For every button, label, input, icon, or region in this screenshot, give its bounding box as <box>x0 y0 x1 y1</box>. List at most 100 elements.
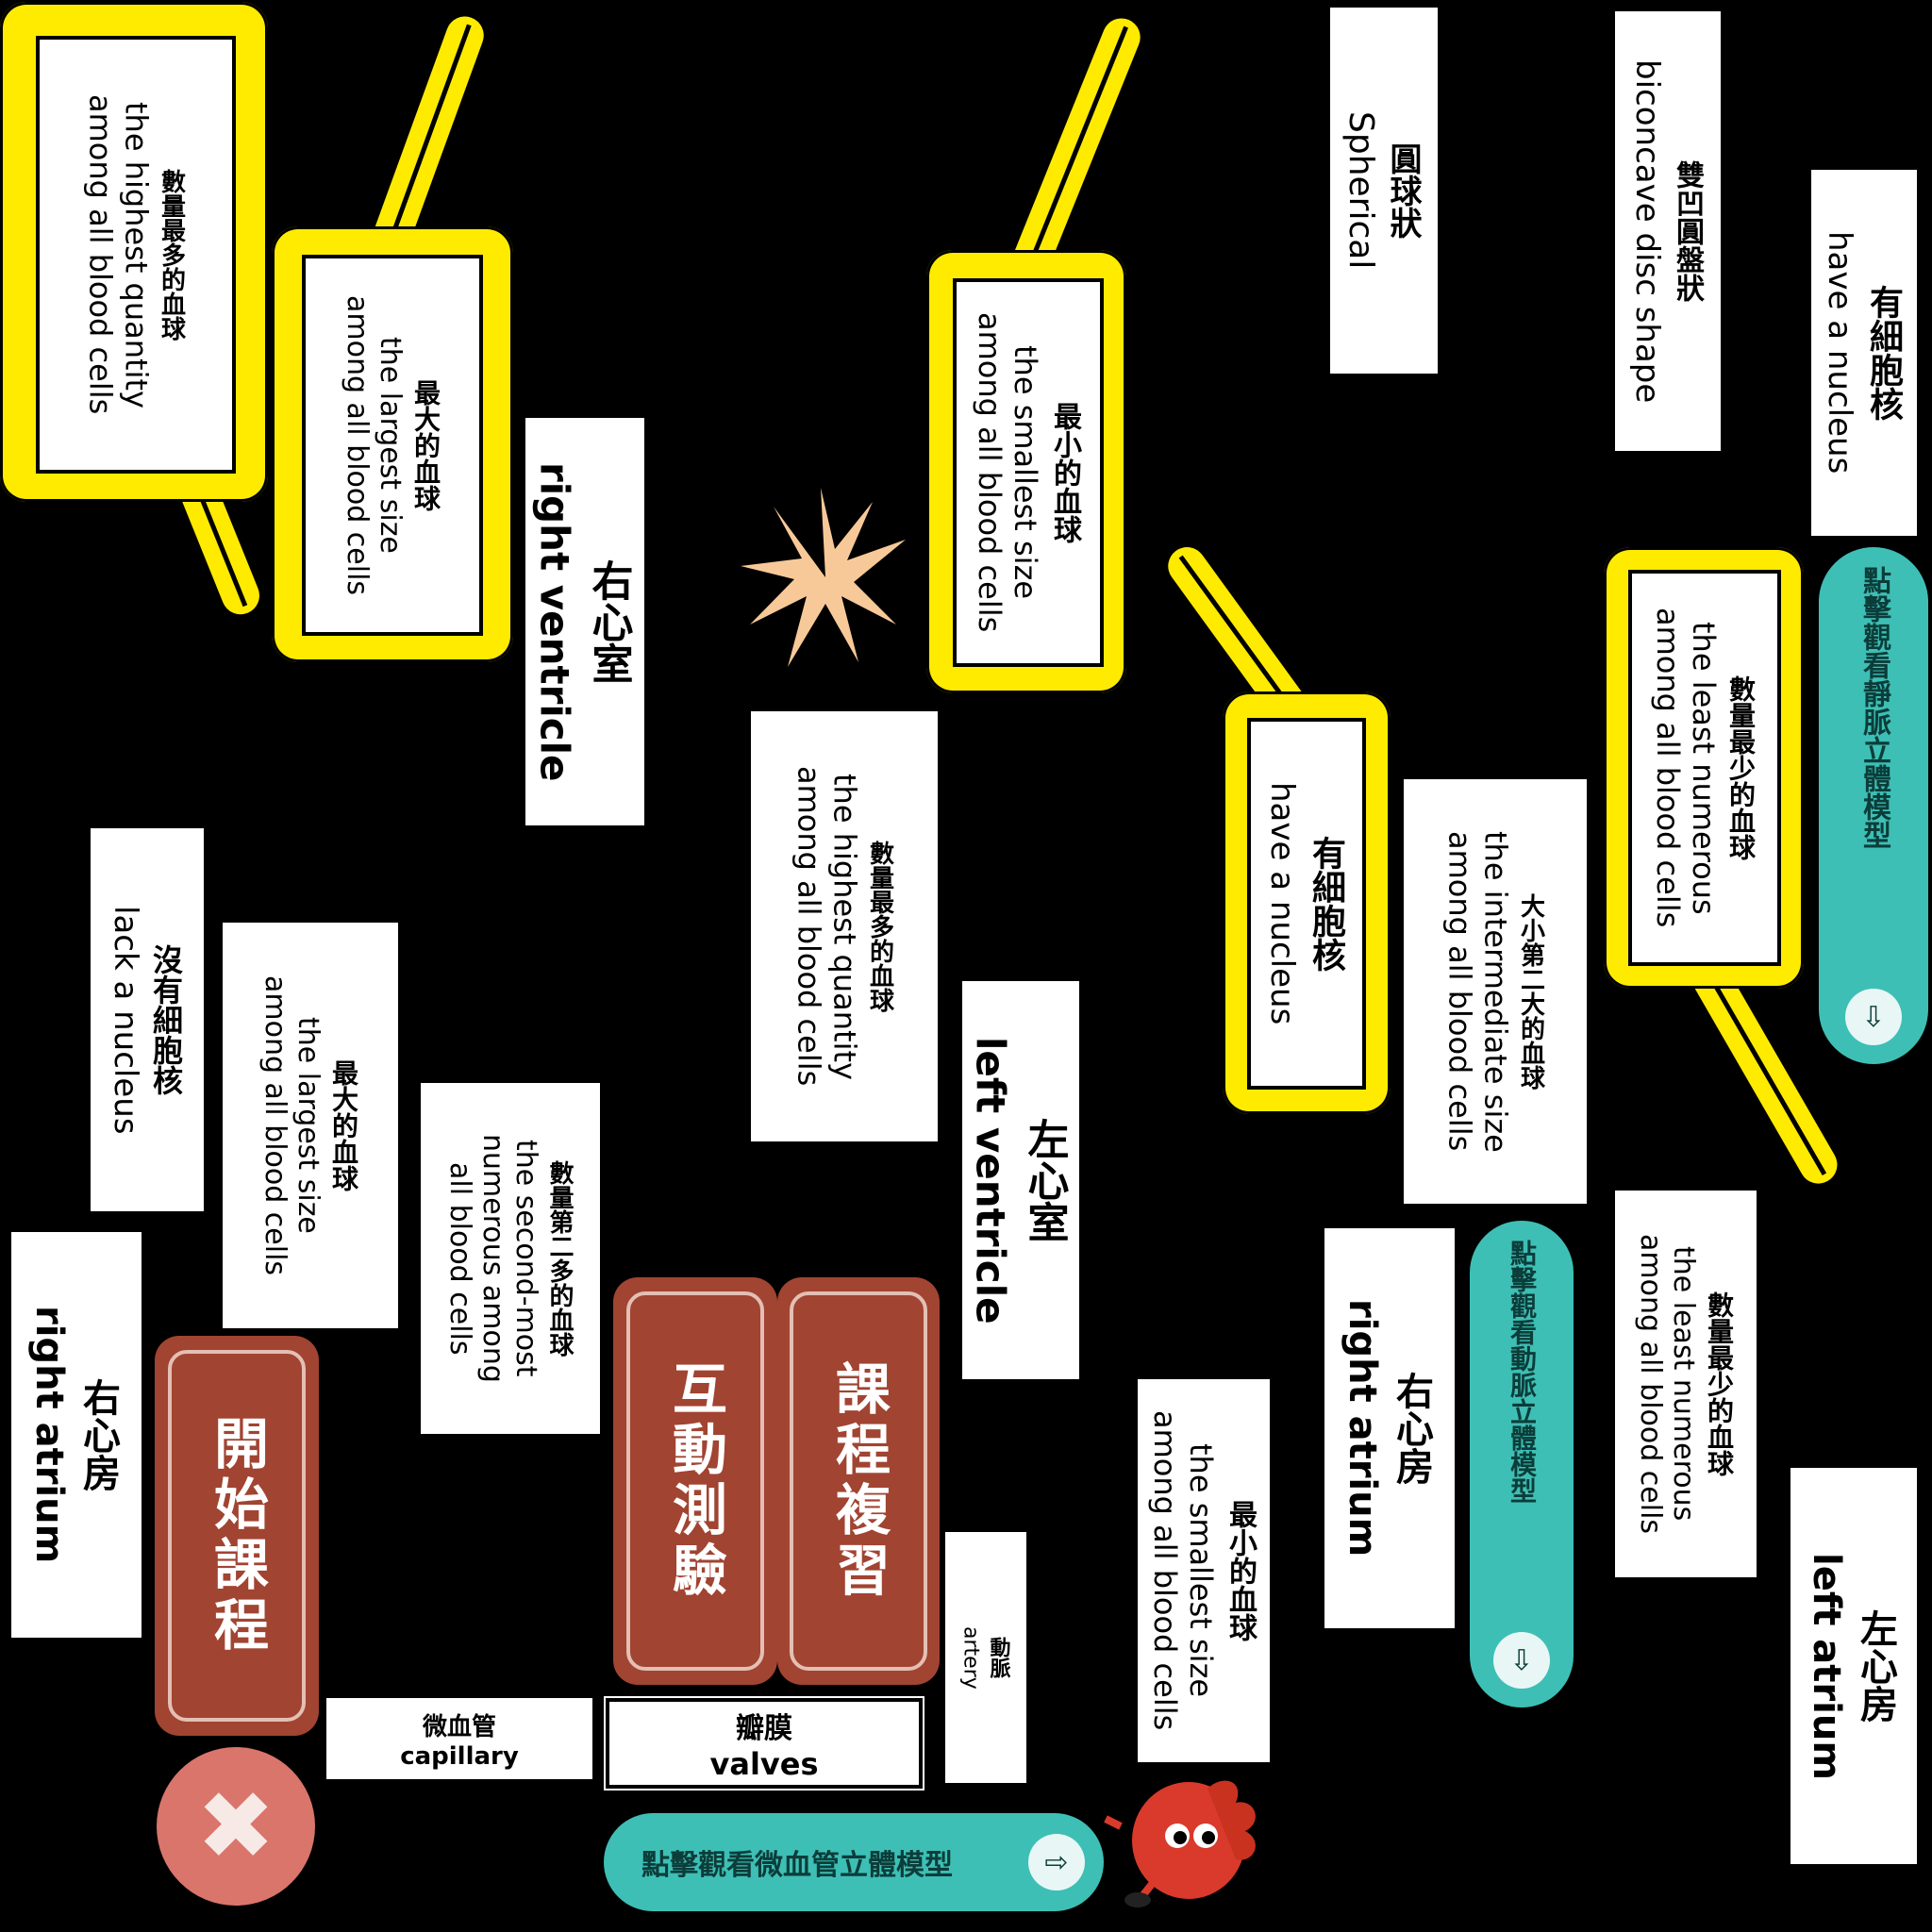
card-text: the intermediate size <box>1477 830 1514 1153</box>
highlight-card-largest[interactable]: 最大的血球 the largest size among all blood c… <box>272 226 513 662</box>
card-spherical[interactable]: 圓球狀 Spherical <box>1330 8 1438 374</box>
card-text: all blood cells <box>443 1161 476 1356</box>
start-course-button[interactable]: 開始課程 <box>155 1336 319 1736</box>
card-text: valves <box>709 1746 819 1782</box>
card-title: 最大的血球 <box>328 1059 359 1191</box>
card-text: among all blood cells <box>341 294 374 596</box>
highlight-card-nucleus[interactable]: 有細胞核 have a nucleus <box>1223 691 1391 1114</box>
card-text: among all blood cells <box>1650 608 1686 928</box>
card-text: the largest size <box>374 337 407 554</box>
card-title: 左心室 <box>1020 1118 1069 1242</box>
capillary-model-button[interactable]: 點擊觀看微血管立體模型 ⇨ <box>604 1813 1104 1911</box>
card-text: left ventricle <box>967 1036 1014 1324</box>
vein-model-button[interactable]: 點擊觀看靜脈立體模型 ⇩ <box>1819 547 1928 1064</box>
card-text: among all blood cells <box>972 312 1008 633</box>
card-title: 數量最多的血球 <box>157 168 186 341</box>
card-text: among all blood cells <box>791 766 827 1087</box>
card-text: among all blood cells <box>1147 1410 1183 1731</box>
card-title: 數量最少的血球 <box>1725 675 1757 860</box>
card-title: 最小的血球 <box>1048 401 1081 543</box>
card-biconcave[interactable]: 雙凹圓盤狀 biconcave disc shape <box>1615 11 1721 451</box>
card-text: lack a nucleus <box>107 905 144 1135</box>
card-title: 雙凹圓盤狀 <box>1671 160 1704 302</box>
pointer-stick <box>1005 12 1146 290</box>
arrow-down-icon: ⇩ <box>1845 989 1902 1045</box>
card-text: numerous among <box>476 1134 509 1383</box>
card-text: the smallest size <box>1183 1443 1219 1698</box>
card-text: the largest size <box>291 1017 325 1234</box>
card-left-ventricle[interactable]: 左心室 left ventricle <box>962 981 1079 1379</box>
card-text: have a nucleus <box>1821 231 1858 475</box>
card-title: 數量最少的血球 <box>1704 1291 1735 1476</box>
card-text: the highest quantity <box>826 773 863 1080</box>
card-left-atrium[interactable]: 左心房 left atrium <box>1790 1468 1917 1864</box>
arrow-right-icon: ⇨ <box>1028 1834 1085 1890</box>
card-text: biconcave disc shape <box>1628 58 1666 404</box>
card-least-numerous[interactable]: 數量最少的血球 the least numerous among all blo… <box>1615 1191 1757 1577</box>
card-text: the least numerous <box>1686 621 1722 915</box>
close-icon: ✖ <box>196 1771 275 1881</box>
arrow-down-icon: ⇩ <box>1493 1632 1550 1689</box>
card-title: 大小第二大的血球 <box>1516 893 1545 1090</box>
card-most-numerous[interactable]: 數量最多的血球 the highest quantity among all b… <box>751 711 938 1141</box>
card-title: 左心房 <box>1854 1609 1897 1723</box>
card-capillary[interactable]: 微血管 capillary <box>326 1698 592 1779</box>
button-label: 點擊觀看動脈立體模型 <box>1507 1240 1538 1504</box>
card-title: 右心房 <box>76 1378 120 1491</box>
highlight-card-smallest[interactable]: 最小的血球 the smallest size among all blood … <box>926 250 1126 693</box>
card-title: 有細胞核 <box>1307 835 1345 972</box>
highlight-card-least[interactable]: 數量最少的血球 the least numerous among all blo… <box>1604 547 1804 989</box>
close-button[interactable]: ✖ <box>157 1747 315 1906</box>
button-label: 互動測驗 <box>663 1360 727 1602</box>
button-label: 點擊觀看微血管立體模型 <box>641 1849 953 1882</box>
card-right-ventricle[interactable]: 右心室 right ventricle <box>525 418 644 825</box>
highlight-card-most-numerous[interactable]: 數量最多的血球 the highest quantity among all b… <box>0 2 268 502</box>
card-second-most[interactable]: 數量第二多的血球 the second-most numerous among … <box>421 1083 600 1434</box>
card-valves[interactable]: 瓣膜 valves <box>604 1696 924 1790</box>
card-text: right ventricle <box>531 461 578 782</box>
card-text: among all blood cells <box>258 974 291 1276</box>
card-text: artery <box>958 1625 983 1690</box>
card-title: 瓣膜 <box>736 1712 792 1745</box>
card-title: 有細胞核 <box>1864 285 1903 421</box>
card-title: 動脈 <box>986 1637 1010 1678</box>
card-title: 數量最多的血球 <box>865 841 894 1012</box>
card-text: the second-most <box>509 1140 542 1377</box>
button-label: 點擊觀看靜脈立體模型 <box>1857 566 1890 849</box>
card-text: Spherical <box>1341 111 1380 270</box>
course-review-button[interactable]: 課程複習 <box>777 1277 940 1685</box>
card-smallest[interactable]: 最小的血球 the smallest size among all blood … <box>1138 1379 1270 1762</box>
card-text: left atrium <box>1805 1552 1848 1780</box>
card-title: 微血管 <box>422 1712 496 1741</box>
card-text: the least numerous <box>1667 1246 1700 1522</box>
card-text: right atrium <box>1341 1299 1384 1557</box>
card-right-atrium[interactable]: 右心房 right atrium <box>11 1232 142 1638</box>
card-title: 圓球狀 <box>1384 142 1422 239</box>
card-text: capillary <box>400 1741 519 1771</box>
interactive-quiz-button[interactable]: 互動測驗 <box>613 1277 777 1685</box>
artery-model-button[interactable]: 點擊觀看動脈立體模型 ⇩ <box>1470 1221 1574 1707</box>
card-intermediate-size[interactable]: 大小第二大的血球 the intermediate size among all… <box>1404 779 1587 1204</box>
heart-mascot-icon <box>1104 1780 1256 1907</box>
card-title: 右心室 <box>584 559 633 684</box>
card-title: 數量第二多的血球 <box>545 1160 574 1357</box>
card-text: right atrium <box>27 1306 71 1564</box>
card-text: among all blood cells <box>82 94 119 415</box>
card-title: 最大的血球 <box>410 379 441 511</box>
card-text: the smallest size <box>1008 345 1043 600</box>
card-right-atrium[interactable]: 右心房 right atrium <box>1324 1228 1455 1628</box>
card-title: 右心房 <box>1390 1372 1433 1485</box>
card-largest[interactable]: 最大的血球 the largest size among all blood c… <box>223 923 398 1328</box>
card-title: 最小的血球 <box>1224 1500 1257 1641</box>
star-burst-icon <box>741 488 906 667</box>
card-nucleus[interactable]: 有細胞核 have a nucleus <box>1811 170 1917 536</box>
card-artery[interactable]: 動脈 artery <box>945 1532 1026 1783</box>
card-text: the highest quantity <box>118 101 155 408</box>
card-text: among all blood cells <box>1634 1233 1667 1535</box>
card-title: 沒有細胞核 <box>148 944 184 1095</box>
card-text: among all blood cells <box>1441 831 1478 1152</box>
button-label: 開始課程 <box>205 1415 269 1657</box>
button-label: 課程複習 <box>826 1360 891 1602</box>
card-text: have a nucleus <box>1263 782 1301 1025</box>
card-no-nucleus[interactable]: 沒有細胞核 lack a nucleus <box>91 828 204 1211</box>
